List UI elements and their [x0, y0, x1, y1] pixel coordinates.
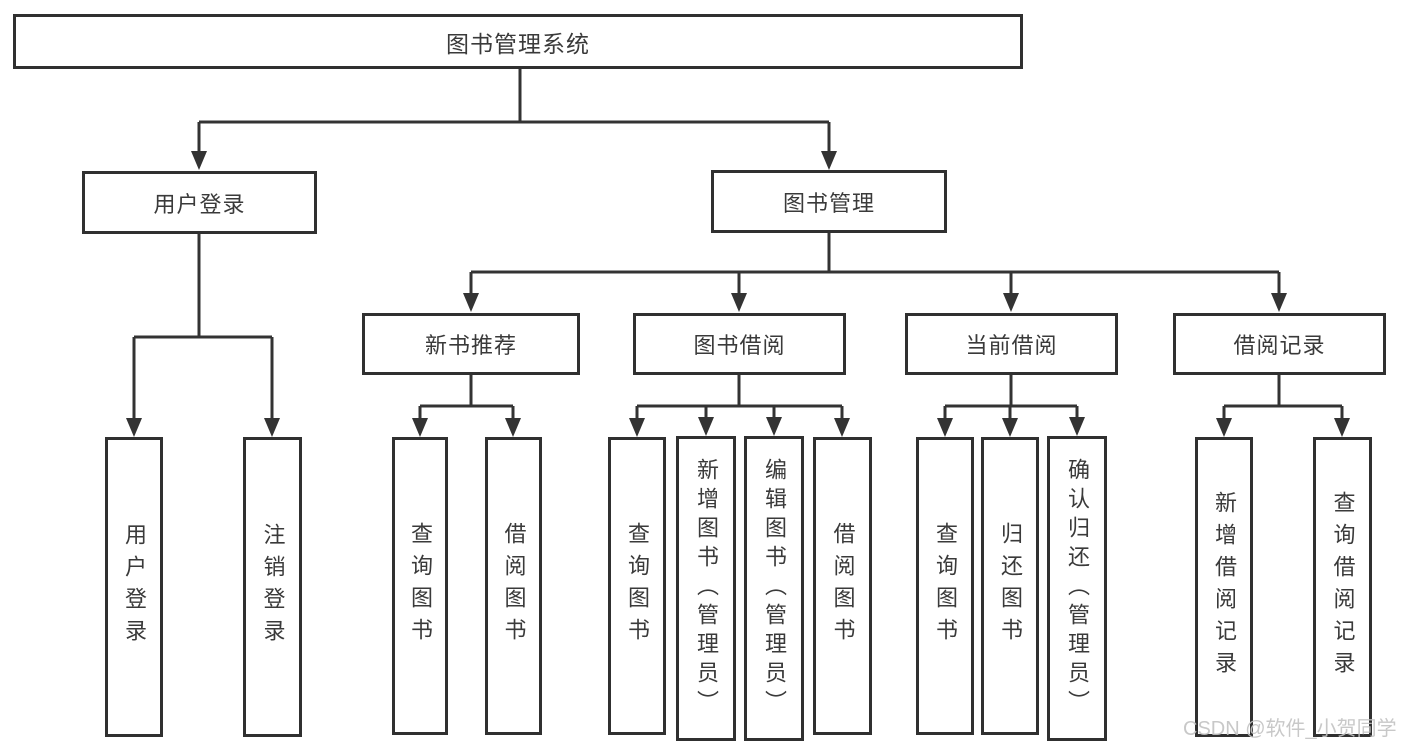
leaf-query-books-current: 查询图书 [916, 437, 974, 735]
leaf-query-books-recommend: 查询图书 [392, 437, 448, 735]
node-user-login: 用户登录 [82, 171, 317, 234]
csdn-watermark: CSDN @软件_小贺同学 [1183, 718, 1397, 740]
leaf-user-login: 用户登录 [105, 437, 163, 737]
node-book-management: 图书管理 [711, 170, 947, 233]
node-new-book-recommend: 新书推荐 [362, 313, 580, 375]
leaf-query-borrow-record: 查询借阅记录 [1313, 437, 1372, 737]
node-borrow-records: 借阅记录 [1173, 313, 1386, 375]
leaf-borrow-books: 借阅图书 [813, 437, 872, 735]
node-current-borrowing: 当前借阅 [905, 313, 1118, 375]
leaf-edit-books-admin: 编辑图书（管理员） [744, 436, 804, 741]
node-book-borrowing: 图书借阅 [633, 313, 846, 375]
leaf-add-borrow-record: 新增借阅记录 [1195, 437, 1253, 737]
node-library-system: 图书管理系统 [13, 14, 1023, 69]
leaf-add-books-admin: 新增图书（管理员） [676, 436, 736, 741]
leaf-borrow-books-recommend: 借阅图书 [485, 437, 542, 735]
leaf-return-books: 归还图书 [981, 437, 1039, 735]
leaf-logout-login: 注销登录 [243, 437, 302, 737]
leaf-confirm-return-admin: 确认归还（管理员） [1047, 436, 1107, 741]
leaf-query-books-borrowing: 查询图书 [608, 437, 666, 735]
